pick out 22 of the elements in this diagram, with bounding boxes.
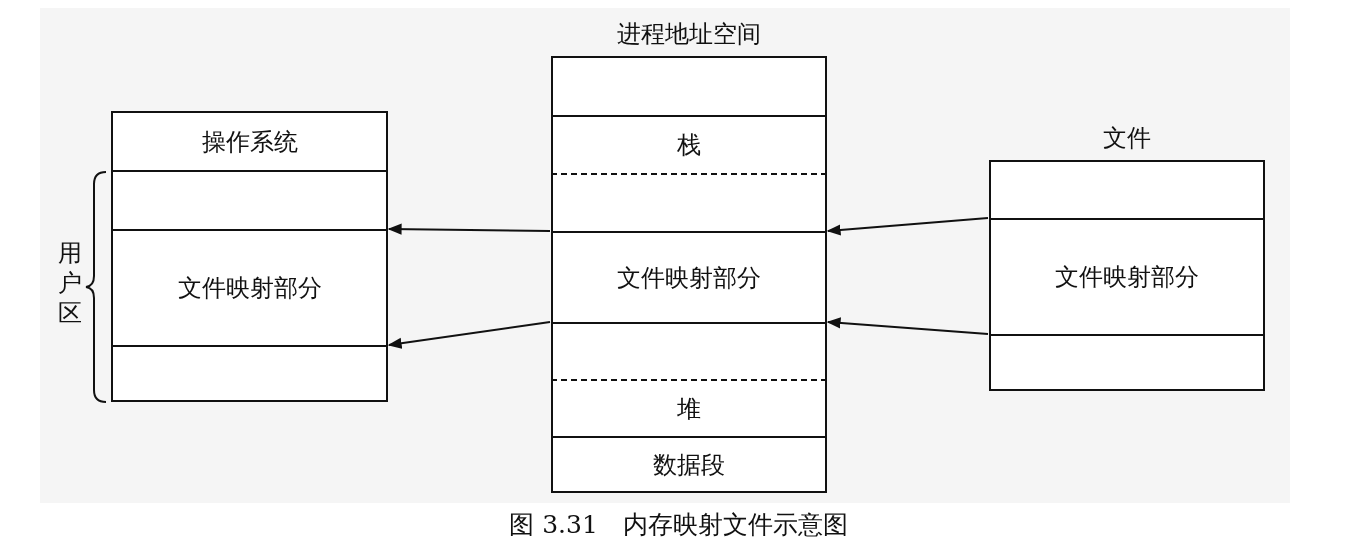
memory-segment: 堆 xyxy=(551,379,827,436)
memory-segment: 文件映射部分 xyxy=(111,229,388,345)
memory-segment: 栈 xyxy=(551,115,827,173)
arrow xyxy=(387,321,551,349)
memory-segment xyxy=(989,334,1265,391)
arrow xyxy=(387,223,551,235)
memory-segment xyxy=(551,173,827,231)
arrow xyxy=(826,317,989,335)
figure-caption: 图 3.31 内存映射文件示意图 xyxy=(508,509,849,541)
memory-segment: 数据段 xyxy=(551,436,827,493)
memory-segment xyxy=(111,345,388,402)
memory-segment xyxy=(551,322,827,379)
column-title: 文件 xyxy=(1102,123,1152,154)
region-label: 用户区 xyxy=(58,238,83,328)
column-title: 进程地址空间 xyxy=(616,19,762,50)
arrow xyxy=(826,217,989,236)
memory-segment: 文件映射部分 xyxy=(989,218,1265,334)
memory-segment xyxy=(111,170,388,229)
memory-segment xyxy=(551,56,827,115)
memory-segment: 文件映射部分 xyxy=(551,231,827,322)
memory-segment: 操作系统 xyxy=(111,111,388,170)
memory-segment xyxy=(989,160,1265,218)
